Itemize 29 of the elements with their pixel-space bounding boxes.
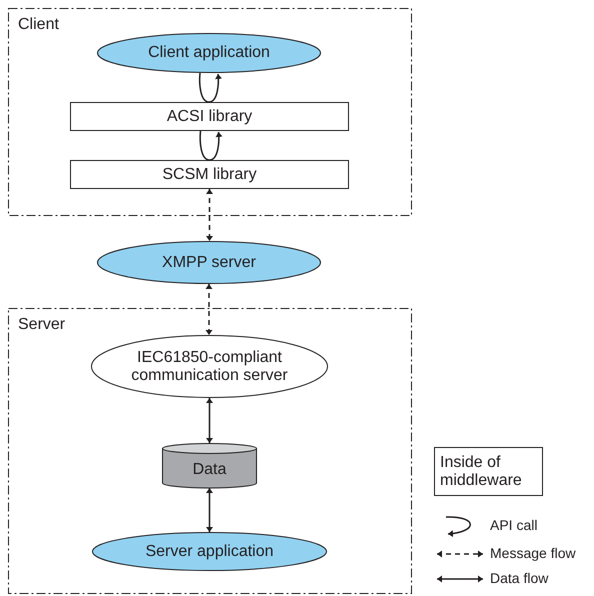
group-frame: [8, 308, 412, 594]
node-label: Client application: [148, 44, 270, 62]
arrow: [199, 130, 222, 161]
process-box: [434, 447, 543, 496]
node-label: ACSI library: [166, 108, 252, 126]
arrow: [207, 398, 212, 443]
ellipse-node: [92, 532, 327, 571]
ellipse-node: [97, 241, 321, 284]
ellipse-node: [91, 335, 328, 398]
arrow: [206, 284, 212, 335]
group-frame: [8, 8, 412, 216]
node-label: Server application: [145, 542, 274, 560]
legend-label: Message flow: [490, 545, 576, 561]
group-label: Client: [18, 16, 59, 34]
database-cylinder: [162, 443, 257, 488]
node-label: IEC61850-compliant communication server: [130, 348, 289, 384]
node-label: Data: [192, 460, 226, 478]
arrow: [207, 189, 212, 241]
legend-label: Data flow: [490, 570, 548, 586]
ellipse-node: [97, 33, 321, 73]
group-label: Server: [18, 316, 66, 334]
legend-label: API call: [490, 517, 538, 533]
process-box: [70, 160, 349, 189]
arrow: [207, 488, 212, 532]
node-label: XMPP server: [162, 254, 256, 272]
node-label: SCSM library: [162, 166, 257, 184]
process-box: [70, 102, 349, 131]
node-label: Inside of middleware: [439, 454, 523, 490]
arrow: [198, 72, 221, 103]
